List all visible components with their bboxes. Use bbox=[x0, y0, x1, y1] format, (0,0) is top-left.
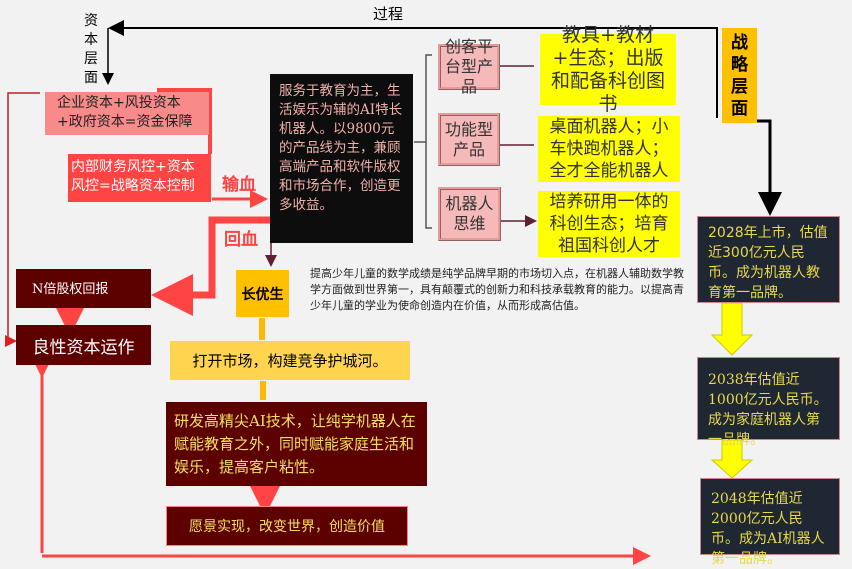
product-desc-box: 培养研用一体的科创生态；培育祖国科创人才 bbox=[538, 191, 680, 257]
brand-box: 长优生 bbox=[236, 270, 289, 317]
milestone-2028: 2028年上市，估值近300亿元人民币。成为机器人教育第一品牌。 bbox=[697, 216, 840, 303]
funding-box: 企业资本+风投资本+政府资本=资金保障 bbox=[45, 92, 209, 135]
risk-control-box: 内部财务风控+资本风控=战略资本控制 bbox=[68, 154, 211, 202]
product-type-box: 机器人思维 bbox=[438, 187, 501, 241]
milestone-2038: 2038年估值近1000亿元人民币。成为家庭机器人第一品牌。 bbox=[697, 357, 840, 448]
equity-return-box: N倍股权回报 bbox=[16, 269, 151, 308]
process-label: 过程 bbox=[373, 5, 404, 23]
step-vision: 愿景实现，改变世界，创造价值 bbox=[166, 506, 408, 546]
product-type-box: 功能型产品 bbox=[438, 113, 500, 166]
brand-description: 提高少年儿童的数学成绩是纯学品牌早期的市场切入点，在机器人辅助数学教学方面做到世… bbox=[310, 267, 684, 312]
core-business-box: 服务于教育为主，生活娱乐为辅的AI特长机器人。以9800元的产品线为主，兼顾高端… bbox=[270, 74, 413, 243]
strategy-level-box: 战略层面 bbox=[722, 28, 757, 123]
milestone-2048: 2048年估值近2000亿元人民币。成为AI机器人第一品牌。 bbox=[700, 478, 840, 567]
product-type-box: 创客平台型产品 bbox=[438, 37, 500, 96]
capital-operation-box: 良性资本运作 bbox=[16, 325, 151, 365]
product-desc-box: 桌面机器人；小车快跑机器人；全才全能机器人 bbox=[538, 116, 680, 182]
transfuse-label: 输血 bbox=[222, 175, 256, 195]
return-label: 回血 bbox=[224, 230, 258, 250]
product-desc-box: 教具+教材+生态；出版和配备科创图书 bbox=[540, 24, 676, 115]
capital-level-label: 资本层面 bbox=[84, 13, 98, 86]
step-open-market: 打开市场，构建竞争护城河。 bbox=[170, 341, 410, 380]
step-rd: 研发高精尖AI技术，让纯学机器人在赋能教育之外，同时赋能家庭生活和娱乐，提高客户… bbox=[166, 402, 427, 486]
